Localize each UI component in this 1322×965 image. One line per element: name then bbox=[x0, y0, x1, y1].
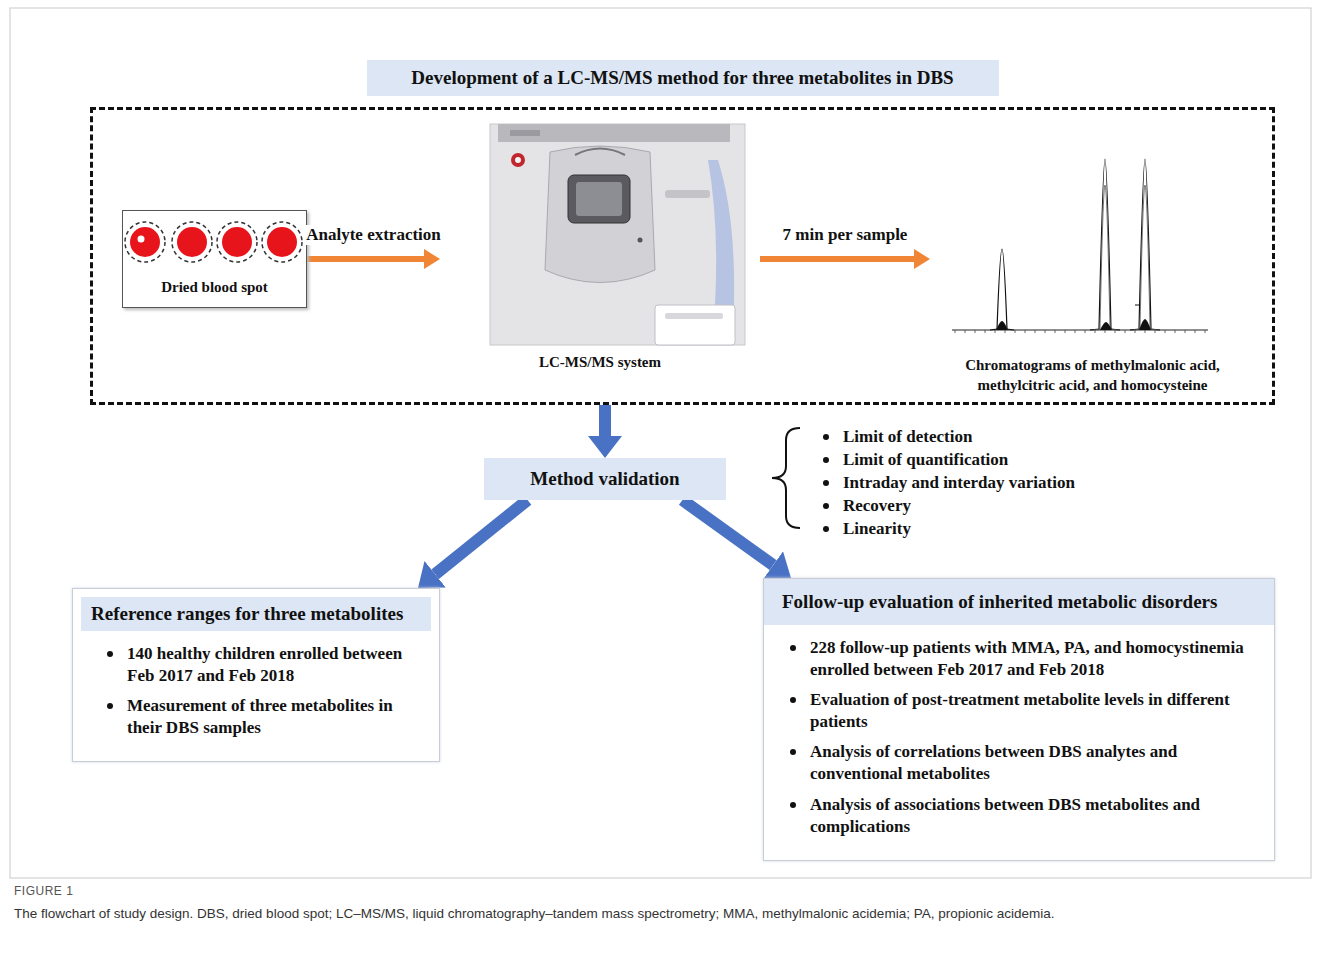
panel-heading: Follow-up evaluation of inherited metabo… bbox=[764, 579, 1274, 625]
validation-item: Intraday and interday variation bbox=[823, 473, 1075, 493]
bullet-dot bbox=[790, 645, 796, 651]
validation-text: Limit of quantification bbox=[843, 450, 1008, 470]
flow-arrow bbox=[435, 500, 527, 574]
blood-spots bbox=[125, 222, 302, 262]
bullet-row: 228 follow-up patients with MMA, PA, and… bbox=[790, 637, 1264, 681]
bullet-dot bbox=[823, 526, 829, 532]
validation-box: Method validation bbox=[484, 458, 726, 500]
bullet-dot bbox=[823, 503, 829, 509]
validation-item: Recovery bbox=[823, 496, 911, 516]
bullet-dot bbox=[790, 697, 796, 703]
bullet-row: Evaluation of post-treatment metabolite … bbox=[790, 689, 1264, 733]
bullet-row: 140 healthy children enrolled between Fe… bbox=[107, 643, 421, 687]
bullet-dot bbox=[790, 802, 796, 808]
validation-text: Intraday and interday variation bbox=[843, 473, 1075, 493]
bullet-text: Analysis of associations between DBS met… bbox=[810, 794, 1264, 838]
process-arrow bbox=[307, 256, 424, 262]
flow-arrow bbox=[599, 405, 611, 436]
edge-label: Analyte extraction bbox=[303, 225, 444, 245]
reference-panel: Reference ranges for three metabolites 14… bbox=[72, 588, 440, 762]
bullet-dot bbox=[107, 651, 113, 657]
node-label: Chromatograms of methylmalonic acid, met… bbox=[930, 356, 1255, 395]
node-label: Dried blood spot bbox=[123, 278, 306, 298]
chromatogram bbox=[952, 159, 1208, 333]
figure-frame bbox=[10, 8, 1311, 878]
bullet-text: 228 follow-up patients with MMA, PA, and… bbox=[810, 637, 1264, 681]
figure-number-text: FIGURE 1 bbox=[14, 884, 73, 898]
sample-card: Dried blood spot bbox=[122, 210, 307, 308]
bullet-dot bbox=[823, 457, 829, 463]
instrument-illustration bbox=[490, 124, 745, 345]
panel-heading: Reference ranges for three metabolites bbox=[81, 597, 431, 631]
method-group: Dried blood spotLC-MS/MS system Chromatog… bbox=[90, 60, 1275, 405]
bullet-dot bbox=[823, 434, 829, 440]
node-label: LC-MS/MS system bbox=[440, 353, 760, 373]
bullet-text: Evaluation of post-treatment metabolite … bbox=[810, 689, 1264, 733]
bullet-text: Analysis of correlations between DBS ana… bbox=[810, 741, 1264, 785]
validation-text: Linearity bbox=[843, 519, 911, 539]
process-arrow bbox=[760, 256, 914, 262]
followup-panel: Follow-up evaluation of inherited metabo… bbox=[763, 578, 1275, 861]
brace bbox=[772, 428, 800, 528]
figure-number: FIGURE 1 bbox=[14, 884, 73, 898]
validation-text: Recovery bbox=[843, 496, 911, 516]
bullet-text: 140 healthy children enrolled between Fe… bbox=[127, 643, 421, 687]
validation-text: Limit of detection bbox=[843, 427, 972, 447]
instrument-node: LC-MS/MS system bbox=[440, 120, 760, 372]
bullet-row: Analysis of correlations between DBS ana… bbox=[790, 741, 1264, 785]
bullet-row: Measurement of three metabolites in thei… bbox=[107, 695, 421, 739]
box-label: Method validation bbox=[530, 468, 679, 490]
bullet-row: Analysis of associations between DBS met… bbox=[790, 794, 1264, 838]
bullet-text: Measurement of three metabolites in thei… bbox=[127, 695, 421, 739]
validation-item: Limit of detection bbox=[823, 427, 972, 447]
edge-label: 7 min per sample bbox=[780, 225, 911, 245]
validation-item: Linearity bbox=[823, 519, 911, 539]
validation-item: Limit of quantification bbox=[823, 450, 1008, 470]
bullet-dot bbox=[790, 749, 796, 755]
bullet-dot bbox=[823, 480, 829, 486]
chromatogram-node: Chromatograms of methylmalonic acid, met… bbox=[930, 145, 1255, 395]
figure-caption: The flowchart of study design. DBS, drie… bbox=[14, 906, 1304, 921]
bullet-dot bbox=[107, 703, 113, 709]
flow-arrow bbox=[682, 500, 773, 565]
section-heading: Development of a LC-MS/MS method for thr… bbox=[367, 60, 999, 96]
